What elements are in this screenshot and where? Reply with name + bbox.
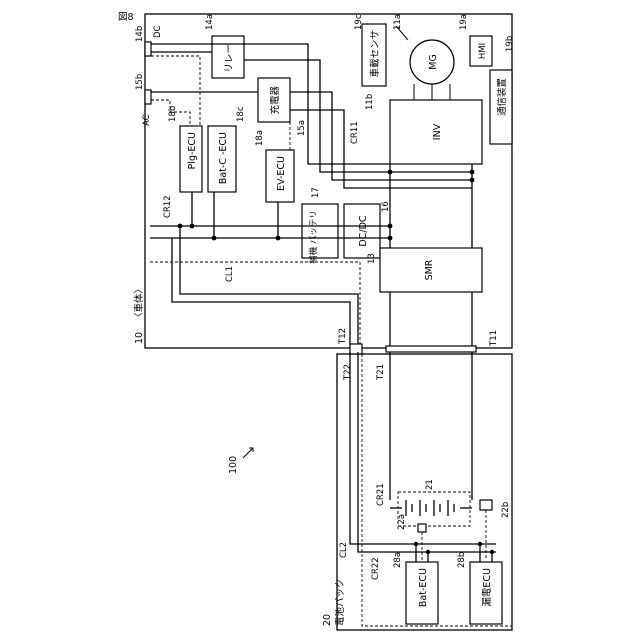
charger-ref: 15a — [297, 120, 307, 136]
dcdc-label: DC/DC — [358, 215, 369, 246]
plg-ecu-label: Plg-ECU — [187, 132, 198, 169]
cr21-hv-lines — [390, 352, 472, 500]
batc-ecu-label: Bat-C -ECU — [218, 132, 229, 184]
dc-port-label: DC — [153, 25, 163, 38]
junction-dot — [414, 542, 418, 546]
cell-stack-cells — [390, 500, 472, 516]
cl2-bus-line-2 — [358, 352, 496, 552]
ac-port — [145, 90, 151, 104]
cr12-ref: CR12 — [163, 195, 173, 218]
plg-ecu-ref: 18b — [168, 106, 178, 122]
relay-label: リレー — [224, 44, 235, 73]
smr-ref: 13 — [367, 253, 377, 264]
dc-port-ref: 14b — [135, 26, 145, 42]
aux-battery-label: 補機 バッテリ — [308, 210, 319, 264]
figure-title: 図8 — [118, 12, 134, 23]
junction-dot — [490, 550, 494, 554]
t11-ref: T11 — [489, 330, 499, 347]
vehicle-name: 〈車体〉 — [133, 284, 145, 322]
mg-label: MG — [428, 54, 439, 70]
comm-device-ref: 19b — [505, 36, 515, 52]
t21-ref: T21 — [376, 364, 386, 381]
connector-t11 — [386, 346, 476, 352]
onboard-sensor-label: 車載センサ — [369, 30, 381, 78]
charger-label: 充電器 — [269, 86, 281, 115]
vehicle-ref: 10 — [134, 332, 145, 344]
ev-ecu-label: EV-ECU — [276, 156, 287, 191]
cr22-ref: CR22 — [371, 557, 381, 580]
junction-dot — [388, 224, 393, 229]
t12-ref: T12 — [338, 328, 348, 345]
cl2-ref: CL2 — [339, 542, 349, 558]
hmi-label: HMI — [478, 43, 488, 59]
leak-ecu-ref: 28b — [457, 552, 467, 568]
batc-ecu-ref: 18c — [236, 106, 246, 122]
cl2-bus-line-1 — [350, 352, 496, 544]
junction-dot — [470, 178, 475, 183]
hmi-ref: 19a — [459, 14, 469, 30]
sensor-22b — [480, 500, 492, 510]
hv-bus-lower — [390, 292, 472, 350]
t22-ref: T22 — [343, 364, 353, 381]
current-sensor-22a — [418, 524, 426, 532]
ac-port-label: AC — [142, 114, 152, 126]
sensor-22b-ref: 22b — [501, 502, 511, 518]
cl1-line-dashed — [150, 262, 360, 346]
relay-ref: 14a — [205, 14, 215, 30]
leak-ecu-label: 漏電ECU — [481, 568, 493, 607]
bat-ecu-ref: 28a — [393, 552, 403, 568]
inverter-ref: 11b — [365, 94, 375, 110]
cr21-ref: CR21 — [376, 483, 386, 506]
ac-port-ref: 15b — [135, 74, 145, 90]
aux-battery-ref: 17 — [311, 187, 321, 198]
smr-label: SMR — [424, 259, 435, 280]
ev-ecu-ref: 18a — [255, 130, 265, 146]
inverter-label: INV — [432, 123, 443, 140]
cl1-ref: CL1 — [225, 266, 235, 282]
junction-dot — [470, 170, 475, 175]
hv-bus-upper — [390, 164, 472, 248]
cell-stack-ref: 21 — [425, 479, 435, 490]
junction-dot — [388, 236, 393, 241]
junction-dot — [426, 550, 430, 554]
junction-dot — [388, 170, 393, 175]
onboard-sensor-ref: 19c — [354, 14, 364, 30]
pack-ref: 20 — [322, 614, 333, 626]
comm-device-label: 通信装置 — [496, 78, 508, 116]
cr11-ref: CR11 — [350, 121, 360, 144]
mg-inv-phase-lines — [414, 84, 450, 100]
connector-t12 — [350, 344, 362, 354]
system-ref-label: 100 — [228, 456, 239, 474]
aux-battery-block — [302, 204, 338, 258]
system-ref-leader — [243, 448, 253, 458]
ecu-bus-taps — [192, 192, 278, 238]
dc-port — [145, 42, 151, 56]
junction-dot — [478, 542, 482, 546]
pack-name: 電池パック — [334, 578, 346, 626]
inv-side-bus-lines — [390, 172, 472, 188]
bat-ecu-label: Bat-ECU — [418, 568, 429, 607]
sensor-22a-ref: 22a — [397, 514, 407, 530]
